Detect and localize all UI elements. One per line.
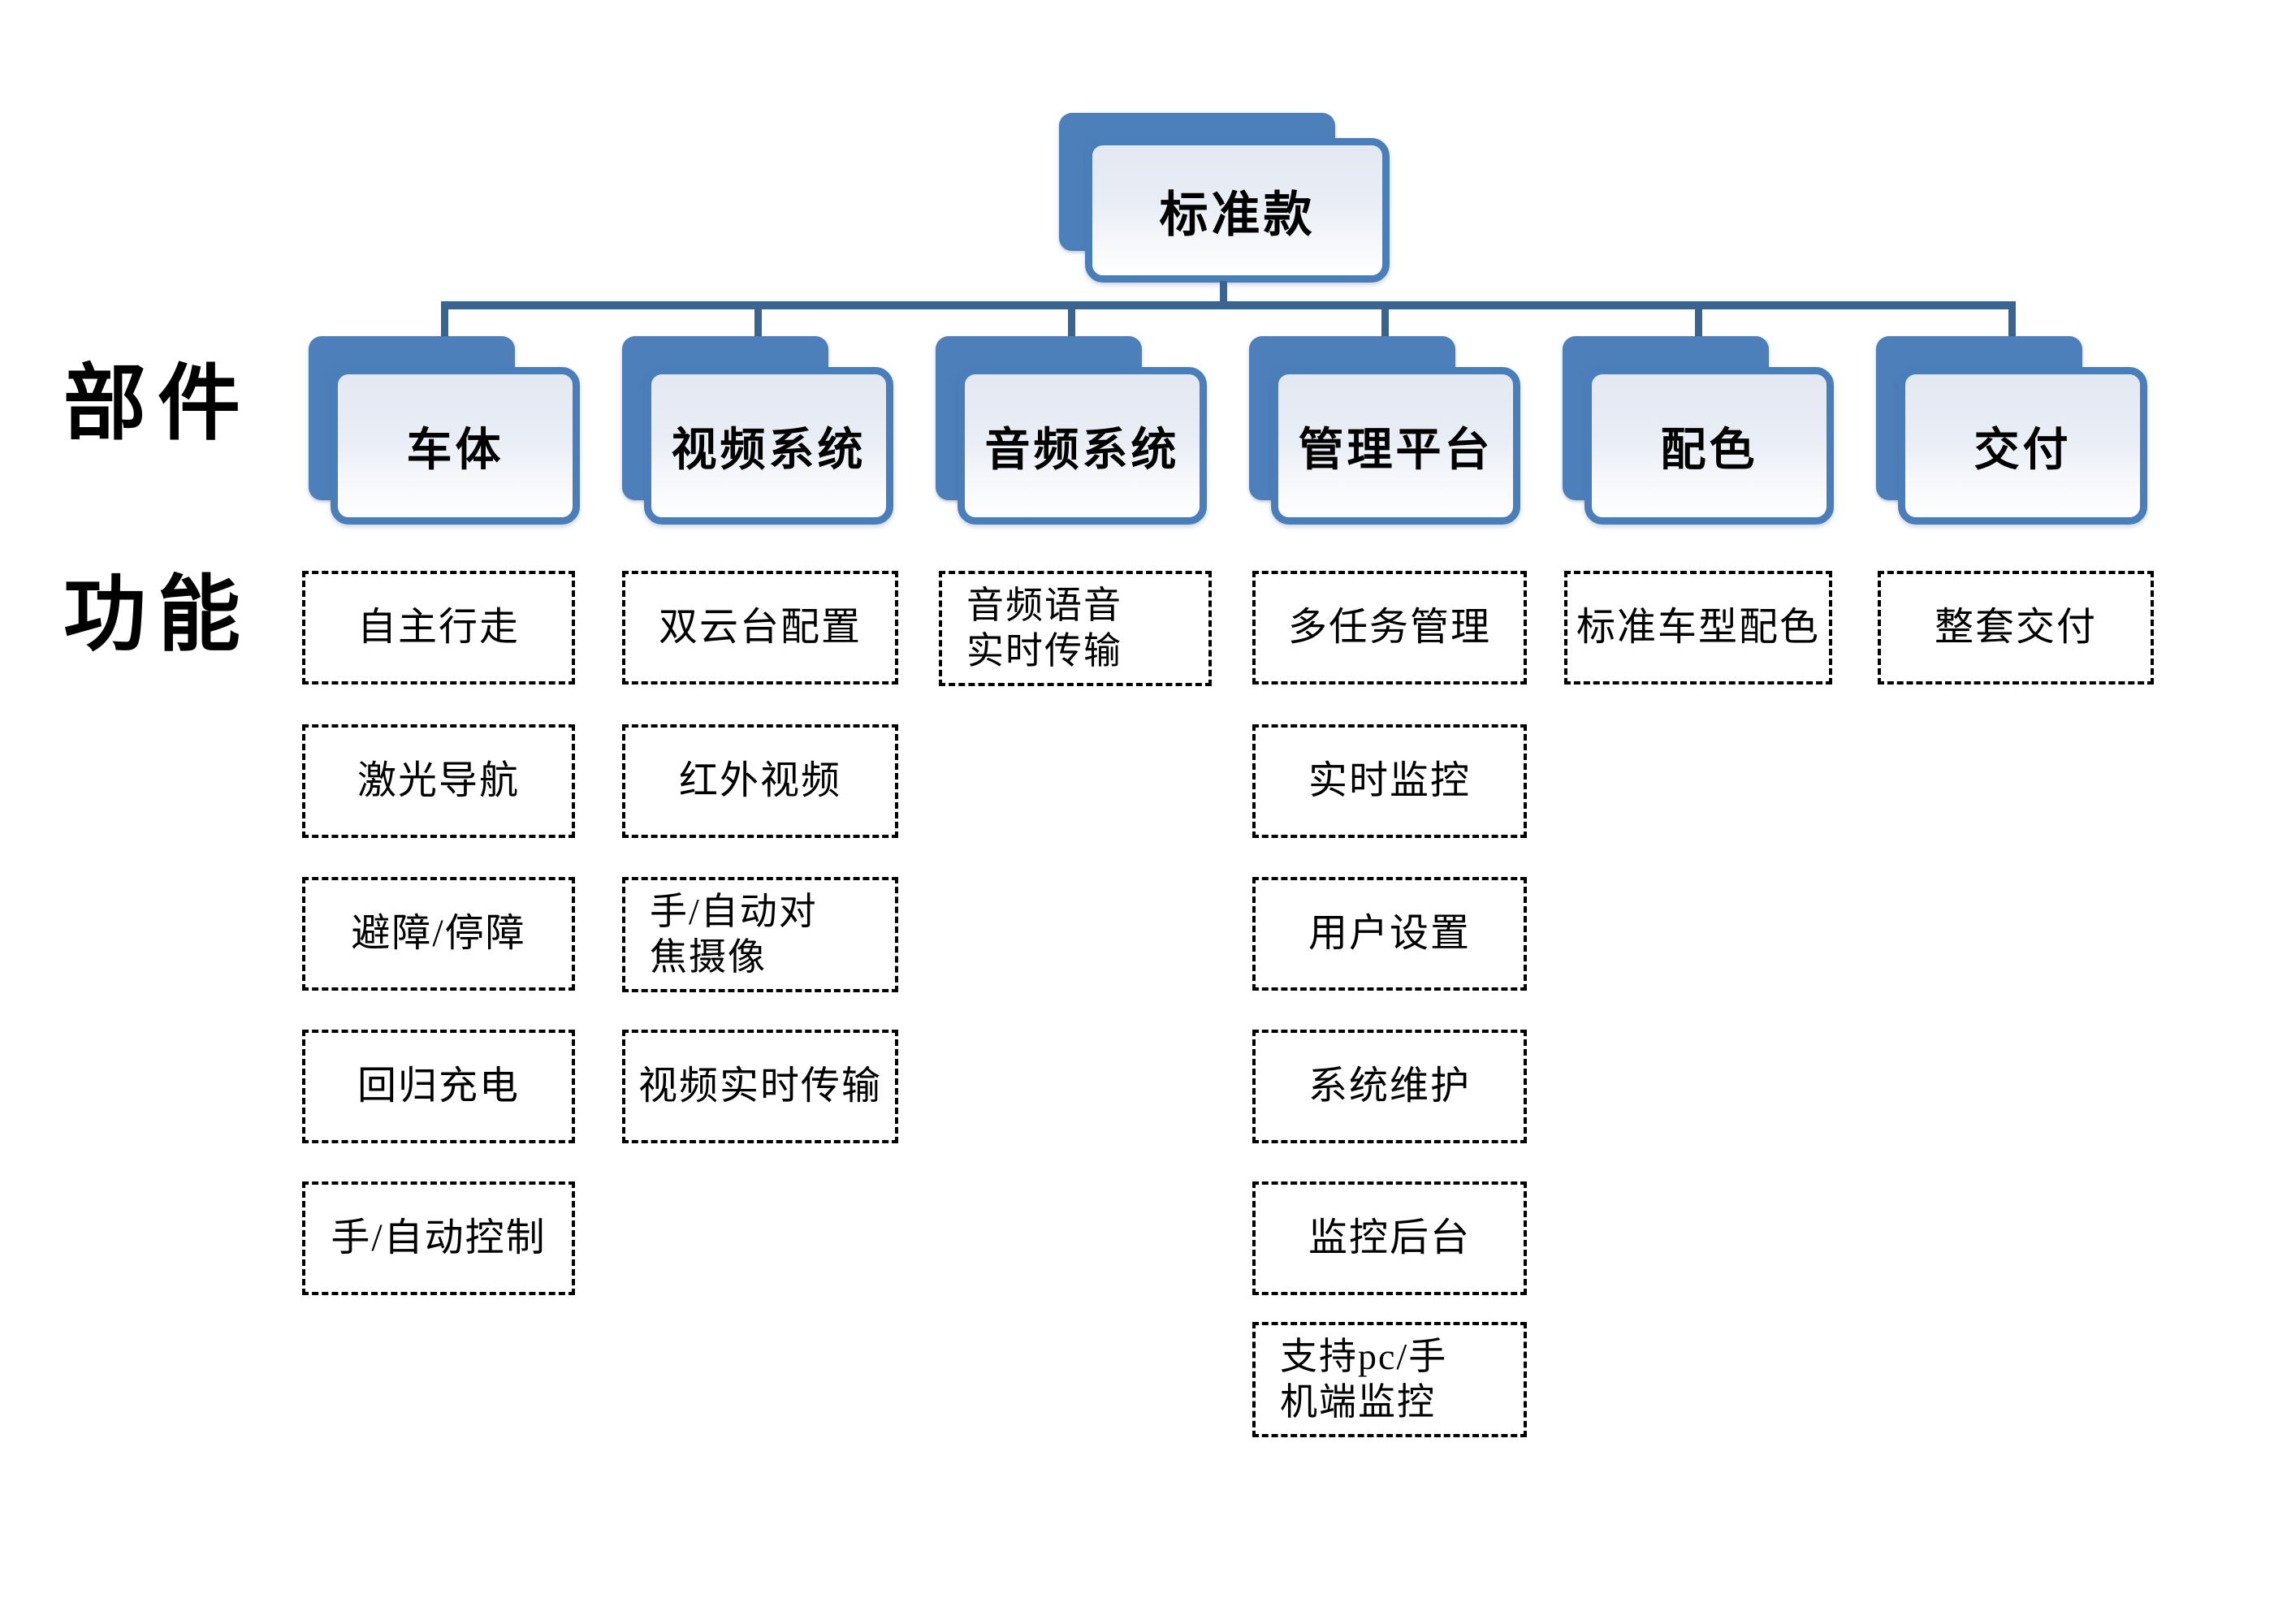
component-node-2: 音频系统 [936, 336, 1207, 525]
function-box-text-1-0: 双云台配置 [658, 605, 862, 649]
function-box-3-0: 多任务管理 [1252, 571, 1527, 685]
function-box-text-3-3: 系统维护 [1308, 1064, 1471, 1108]
function-box-text-3-1: 实时监控 [1308, 758, 1471, 802]
function-box-0-3: 回归充电 [302, 1030, 575, 1143]
function-box-text-3-2: 用户设置 [1308, 911, 1471, 955]
component-node-label-2: 音频系统 [984, 425, 1180, 476]
component-node-5: 交付 [1876, 336, 2147, 525]
function-box-3-1: 实时监控 [1252, 724, 1527, 838]
component-node-0: 车体 [309, 336, 580, 525]
connector-branch-stub-5 [2008, 308, 2016, 340]
function-box-0-4: 手/自动控制 [302, 1181, 575, 1295]
component-node-label-3: 管理平台 [1298, 425, 1494, 476]
component-node-box-3: 管理平台 [1271, 367, 1520, 525]
component-node-1: 视频系统 [622, 336, 893, 525]
root-node-label: 标准款 [1159, 188, 1316, 242]
function-box-5-0: 整套交付 [1878, 571, 2154, 685]
connector-branch-stub-4 [1695, 308, 1702, 340]
function-box-text-3-5: 支持pc/手 机端监控 [1280, 1335, 1448, 1423]
function-box-text-0-4: 手/自动控制 [331, 1216, 547, 1259]
connector-branch-stub-3 [1381, 308, 1389, 340]
connector-root-stub [1220, 281, 1227, 305]
row-label-components: 部件 [63, 359, 252, 451]
function-box-text-3-4: 监控后台 [1308, 1216, 1471, 1259]
function-box-text-1-2: 手/自动对 焦摄像 [650, 890, 818, 978]
function-box-0-1: 激光导航 [302, 724, 575, 838]
component-node-4: 配色 [1563, 336, 1834, 525]
connector-branch-stub-1 [754, 308, 762, 340]
function-box-text-0-2: 避障/停障 [351, 911, 526, 955]
function-box-text-0-3: 回归充电 [357, 1064, 520, 1108]
component-node-label-1: 视频系统 [671, 425, 867, 476]
function-box-1-1: 红外视频 [622, 724, 898, 838]
function-box-3-2: 用户设置 [1252, 877, 1527, 991]
function-box-text-5-0: 整套交付 [1934, 605, 2097, 649]
function-box-1-0: 双云台配置 [622, 571, 898, 685]
connector-branch-stub-0 [441, 308, 448, 340]
connector-branch-stub-2 [1068, 308, 1075, 340]
function-box-text-0-0: 自主行走 [357, 605, 520, 649]
component-node-box-5: 交付 [1898, 367, 2147, 525]
component-node-box-0: 车体 [331, 367, 580, 525]
row-label-functions: 功能 [63, 570, 252, 662]
component-node-label-4: 配色 [1660, 425, 1758, 476]
component-node-label-5: 交付 [1974, 425, 2072, 476]
root-node: 标准款 [1059, 113, 1390, 283]
component-node-box-2: 音频系统 [958, 367, 1207, 525]
function-box-text-4-0: 标准车型配色 [1576, 605, 1820, 649]
component-node-3: 管理平台 [1249, 336, 1520, 525]
function-box-text-2-0: 音频语音 实时传输 [966, 584, 1122, 672]
function-box-0-0: 自主行走 [302, 571, 575, 685]
function-box-text-1-1: 红外视频 [678, 758, 841, 802]
function-box-4-0: 标准车型配色 [1564, 571, 1832, 685]
component-node-box-4: 配色 [1584, 367, 1834, 525]
function-box-2-0: 音频语音 实时传输 [939, 571, 1212, 686]
function-box-1-3: 视频实时传输 [622, 1030, 898, 1143]
root-node-box: 标准款 [1085, 138, 1390, 283]
function-box-1-2: 手/自动对 焦摄像 [622, 877, 898, 992]
function-box-text-1-3: 视频实时传输 [638, 1064, 882, 1108]
function-box-3-4: 监控后台 [1252, 1181, 1527, 1295]
connector-rail [441, 301, 2016, 309]
function-box-3-3: 系统维护 [1252, 1030, 1527, 1143]
function-box-text-3-0: 多任务管理 [1287, 605, 1491, 649]
function-box-0-2: 避障/停障 [302, 877, 575, 991]
function-box-3-5: 支持pc/手 机端监控 [1252, 1322, 1527, 1437]
component-node-label-0: 车体 [406, 425, 504, 476]
function-box-text-0-1: 激光导航 [357, 758, 520, 802]
component-node-box-1: 视频系统 [644, 367, 893, 525]
